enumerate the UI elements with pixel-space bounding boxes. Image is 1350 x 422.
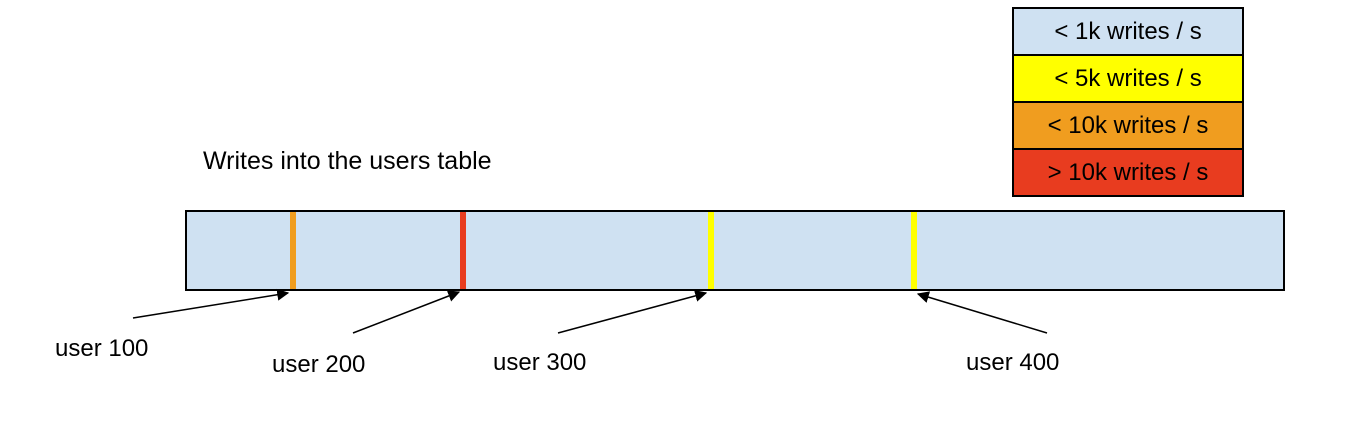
write-hotspot-user-300 <box>708 212 714 289</box>
legend-item-lt-10k: < 10k writes / s <box>1014 101 1242 148</box>
legend-item-gt-10k: > 10k writes / s <box>1014 148 1242 195</box>
write-hotspot-user-100 <box>290 212 296 289</box>
legend-item-lt-5k: < 5k writes / s <box>1014 54 1242 101</box>
arrow-user-100 <box>132 288 290 319</box>
legend: < 1k writes / s < 5k writes / s < 10k wr… <box>1012 7 1244 197</box>
legend-item-lt-1k: < 1k writes / s <box>1014 9 1242 54</box>
arrow-user-300 <box>557 290 708 334</box>
label-user-400: user 400 <box>966 349 1060 376</box>
write-hotspot-user-400 <box>911 212 917 289</box>
diagram-title: Writes into the users table <box>203 147 492 175</box>
arrow-user-400 <box>916 291 1048 334</box>
write-hotspot-user-200 <box>460 212 466 289</box>
label-user-100: user 100 <box>55 335 149 362</box>
label-user-200: user 200 <box>272 351 366 378</box>
label-user-300: user 300 <box>493 349 587 376</box>
arrow-user-200 <box>352 290 461 334</box>
users-table-bar <box>185 210 1285 291</box>
